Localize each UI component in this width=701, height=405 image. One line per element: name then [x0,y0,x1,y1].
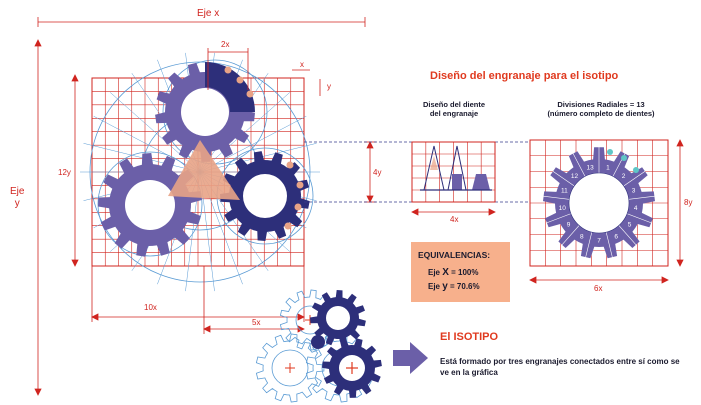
isotipo-gears [310,290,382,398]
tooth-highlight [633,167,639,173]
isotipo-description: Está formado por tres engranajes conecta… [440,357,680,377]
radial-number: 12 [571,173,579,180]
equivalencia-y-row: Eje y = 70.6% [428,281,480,292]
radial-number: 4 [634,205,638,212]
radial-division-line [598,202,637,246]
eq-y-var: y [442,281,448,292]
tooth-highlight [621,155,627,161]
center-orange-wedge [168,140,240,200]
eje-y-label-line1: Eje [10,186,25,197]
dim-y-label: y [327,82,331,91]
tooth-design-heading-line2: del engranaje [429,109,479,118]
gear-left-body [98,153,202,257]
eje-x-label: Eje x [197,8,220,19]
main-gear-left [98,153,202,257]
eq-x-prefix: Eje [428,268,443,277]
eje-y-label-line2: y [14,198,20,209]
equivalencias-title: EQUIVALENCIAS: [418,250,491,260]
dim-4y-label: 4y [373,168,382,177]
radial-division-line [561,202,600,246]
tooth-accent [286,161,294,169]
radial-guide [83,143,201,173]
radial-number: 1 [606,165,610,172]
radial-division-line [598,202,652,224]
radial-guide [199,115,307,173]
eq-x-var: X [442,267,449,278]
ghost-gear [279,289,341,351]
dim-12y-label: 12y [58,168,71,177]
radial-division-line [546,202,600,224]
main-gear-right [220,66,310,241]
radial-number: 13 [586,165,594,172]
radial-divisions-heading: Divisiones Radiales = 13 (número complet… [535,100,667,118]
tooth-design-heading-line1: Diseño del diente [422,100,486,109]
radial-division-line [598,153,626,204]
radial-number: 11 [561,187,568,194]
dim-4x-label: 4x [450,215,459,224]
arrow-icon [393,342,428,374]
radial-number: 8 [580,233,584,240]
radial-gear [543,147,655,259]
radial-guide [93,115,201,173]
dim-8y-label: 8y [684,198,693,207]
gear-top-navy-segment [205,62,255,112]
radial-division-line [598,170,646,204]
dim-2x-label: 2x [221,40,230,49]
radial-number: 3 [632,187,636,194]
radial-division-line [543,195,600,204]
dashed-connectors [304,141,530,203]
eje-y-label: Eje y [10,186,24,210]
iso-gear-dot [311,335,325,349]
radial-guide [110,92,201,173]
gear-hole [243,174,287,218]
gear-hole [326,306,350,330]
gear-hole [181,88,229,136]
radial-division-line [598,195,655,204]
radial-division-line [552,170,600,204]
radial-number: 7 [597,238,601,245]
gear-right-body [220,151,310,241]
radial-number: 9 [567,222,571,229]
radial-number: 2 [622,173,626,180]
radial-divisions-line2: (número completo de dientes) [547,109,655,118]
isotipo-title: El ISOTIPO [440,331,499,343]
dim-10x-label: 10x [144,303,157,312]
radial-number: 6 [614,233,618,240]
radial-inner-ring [568,172,630,234]
eq-y-prefix: Eje [428,282,443,291]
gear-hole [125,180,175,230]
dim-x-label: x [300,60,304,69]
tooth-accent [284,222,292,230]
tooth-accent [236,76,244,84]
tooth-accent [296,181,304,189]
radial-guide [199,92,290,173]
dim-5x-label: 5x [252,318,261,327]
tooth-design-heading: Diseño del diente del engranaje [418,100,490,118]
equivalencias-box: EQUIVALENCIAS: Eje X = 100% Eje y = 70.6… [411,242,510,302]
tooth-highlight [607,149,613,155]
tooth-design-grid [411,141,496,203]
dim-6x-label: 6x [594,284,603,293]
radial-divisions-line1: Divisiones Radiales = 13 [557,100,645,109]
radial-number: 5 [628,222,632,229]
tooth-shapes [420,145,492,191]
radial-division-line [572,153,600,204]
ghost-gear [255,333,325,403]
eq-x-value: = 100% [448,268,479,277]
tooth-accent [294,203,302,211]
tooth-accent [246,90,254,98]
radial-division-line [598,202,613,258]
ghost-gear-hole [271,349,309,387]
main-title: Diseño del engranaje para el isotipo [430,70,619,82]
radial-number: 10 [559,205,567,212]
equivalencia-x-row: Eje X = 100% [428,267,478,278]
main-gear-top [155,62,255,162]
iso-gear-top [310,290,366,346]
eq-y-value: = 70.6% [447,282,480,291]
radial-division-line [585,202,600,258]
tooth-accent [224,66,232,74]
